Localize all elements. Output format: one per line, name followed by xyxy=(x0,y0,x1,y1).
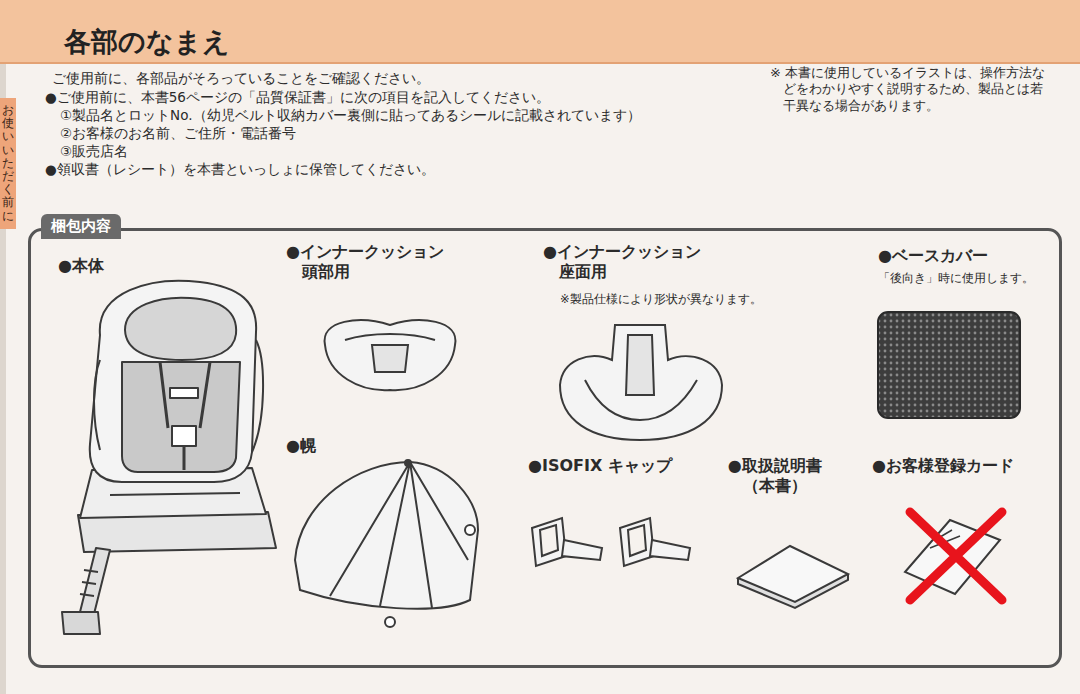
support-leg xyxy=(78,548,110,622)
part-name: ●ベースカバー xyxy=(878,246,988,266)
canopy-illustration xyxy=(295,460,478,627)
seat-cushion-seam xyxy=(585,380,697,420)
head-cushion-seam xyxy=(345,334,435,340)
page-title: 各部のなまえ xyxy=(64,24,230,59)
isofix-caps xyxy=(532,518,690,566)
tab-text: お使いいただく前に xyxy=(2,104,14,223)
seat-shell xyxy=(90,281,256,482)
seat-cushion-slot xyxy=(626,335,654,395)
cross-mark xyxy=(910,512,1002,600)
isofix-cap xyxy=(532,518,566,566)
canopy-ribs xyxy=(330,462,468,608)
head-cushion-center xyxy=(372,345,408,372)
support-leg-foot xyxy=(62,612,100,634)
seat-cushion xyxy=(560,325,722,440)
chest-clip xyxy=(170,388,198,398)
part-note: ※製品仕様により形状が異なります。 xyxy=(560,292,762,306)
body-text: ご使用前に、各部品がそろっていることをご確認ください。 xyxy=(52,70,430,87)
header-band xyxy=(0,0,1080,62)
header-rule xyxy=(0,62,1080,64)
seat-headrest xyxy=(125,298,236,360)
canopy xyxy=(295,462,478,609)
note-text: ※ 本書に使用しているイラストは、操作方法などをわかりやすく説明するため、製品と… xyxy=(770,65,1053,114)
support-leg-grip xyxy=(80,570,98,596)
section-tab: お使いいただく前に xyxy=(0,98,16,229)
isofix-cap-hole xyxy=(628,525,646,556)
part-name: ●お客様登録カード xyxy=(872,456,1014,476)
body-text: ●ご使用前に、本書56ページの「品質保証書」に次の項目を記入してください。 xyxy=(45,89,550,106)
canopy-pivot xyxy=(465,525,475,535)
part-note: 「後向き」時に使用します。 xyxy=(878,271,1034,285)
canopy-pivot xyxy=(385,617,395,627)
isofix-cap-prong xyxy=(650,540,690,560)
isofix-cap-hole xyxy=(540,525,558,556)
head-cushion xyxy=(325,320,456,390)
card-illustration xyxy=(905,512,1002,600)
panel-heading: 梱包内容 xyxy=(41,214,121,239)
canopy-top xyxy=(405,460,411,466)
part-name: ●幌 xyxy=(286,436,316,456)
base-cover xyxy=(878,312,1020,418)
body-text: ③販売店名 xyxy=(60,143,128,160)
part-name: ●ISOFIX キャップ xyxy=(528,456,672,476)
seat-back xyxy=(122,362,240,472)
isofix-cap xyxy=(620,518,654,566)
head-cushion-illustration xyxy=(325,320,456,390)
body-text: ●領収書（レシート）を本書といっしょに保管してください。 xyxy=(45,161,435,178)
manual-illustration xyxy=(738,546,848,608)
seat-illustration xyxy=(62,281,276,634)
part-name: ●取扱説明書 （本書） xyxy=(722,456,828,496)
part-name: ●インナークッション 頭部用 xyxy=(286,242,456,282)
body-text: ②お客様のお名前、ご住所・電話番号 xyxy=(60,125,296,142)
contents-panel: 梱包内容 xyxy=(28,228,1062,668)
seat-harness xyxy=(160,362,210,470)
part-name: ●インナークッション 座面用 xyxy=(543,242,713,282)
part-name: ●本体 xyxy=(58,256,104,276)
seat-cushion-illustration xyxy=(560,325,722,440)
seat-wings xyxy=(94,340,263,452)
body-text: ①製品名とロットNo.（幼児ベルト収納カバー裏側に貼ってあるシールに記載されてい… xyxy=(60,107,641,124)
harness-buckle xyxy=(172,426,196,446)
isofix-cap-prong xyxy=(562,540,602,560)
manual-cover xyxy=(738,546,848,602)
seat-base-line xyxy=(110,493,240,495)
